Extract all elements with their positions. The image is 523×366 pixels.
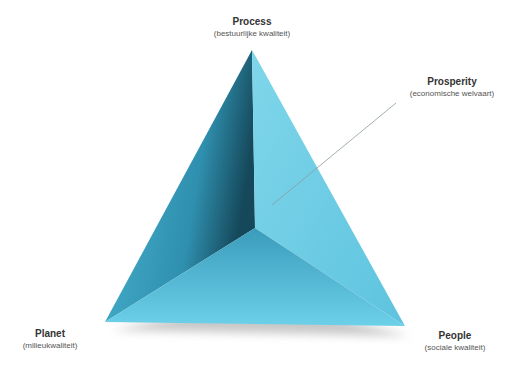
corner-label: People [439,330,472,341]
bottom-face [105,228,405,326]
corner-label: Process [233,16,272,27]
corner-subtitle: (sociale kwaliteit) [425,343,486,352]
corner-label: Planet [35,328,65,339]
leader-line [272,103,396,205]
corner-subtitle: (milieukwaliteit) [23,341,78,350]
corner-subtitle: (economische welvaart) [410,89,494,98]
corner-label: Prosperity [427,76,476,87]
corner-subtitle: (bestuurlijke kwaliteit) [214,29,290,38]
